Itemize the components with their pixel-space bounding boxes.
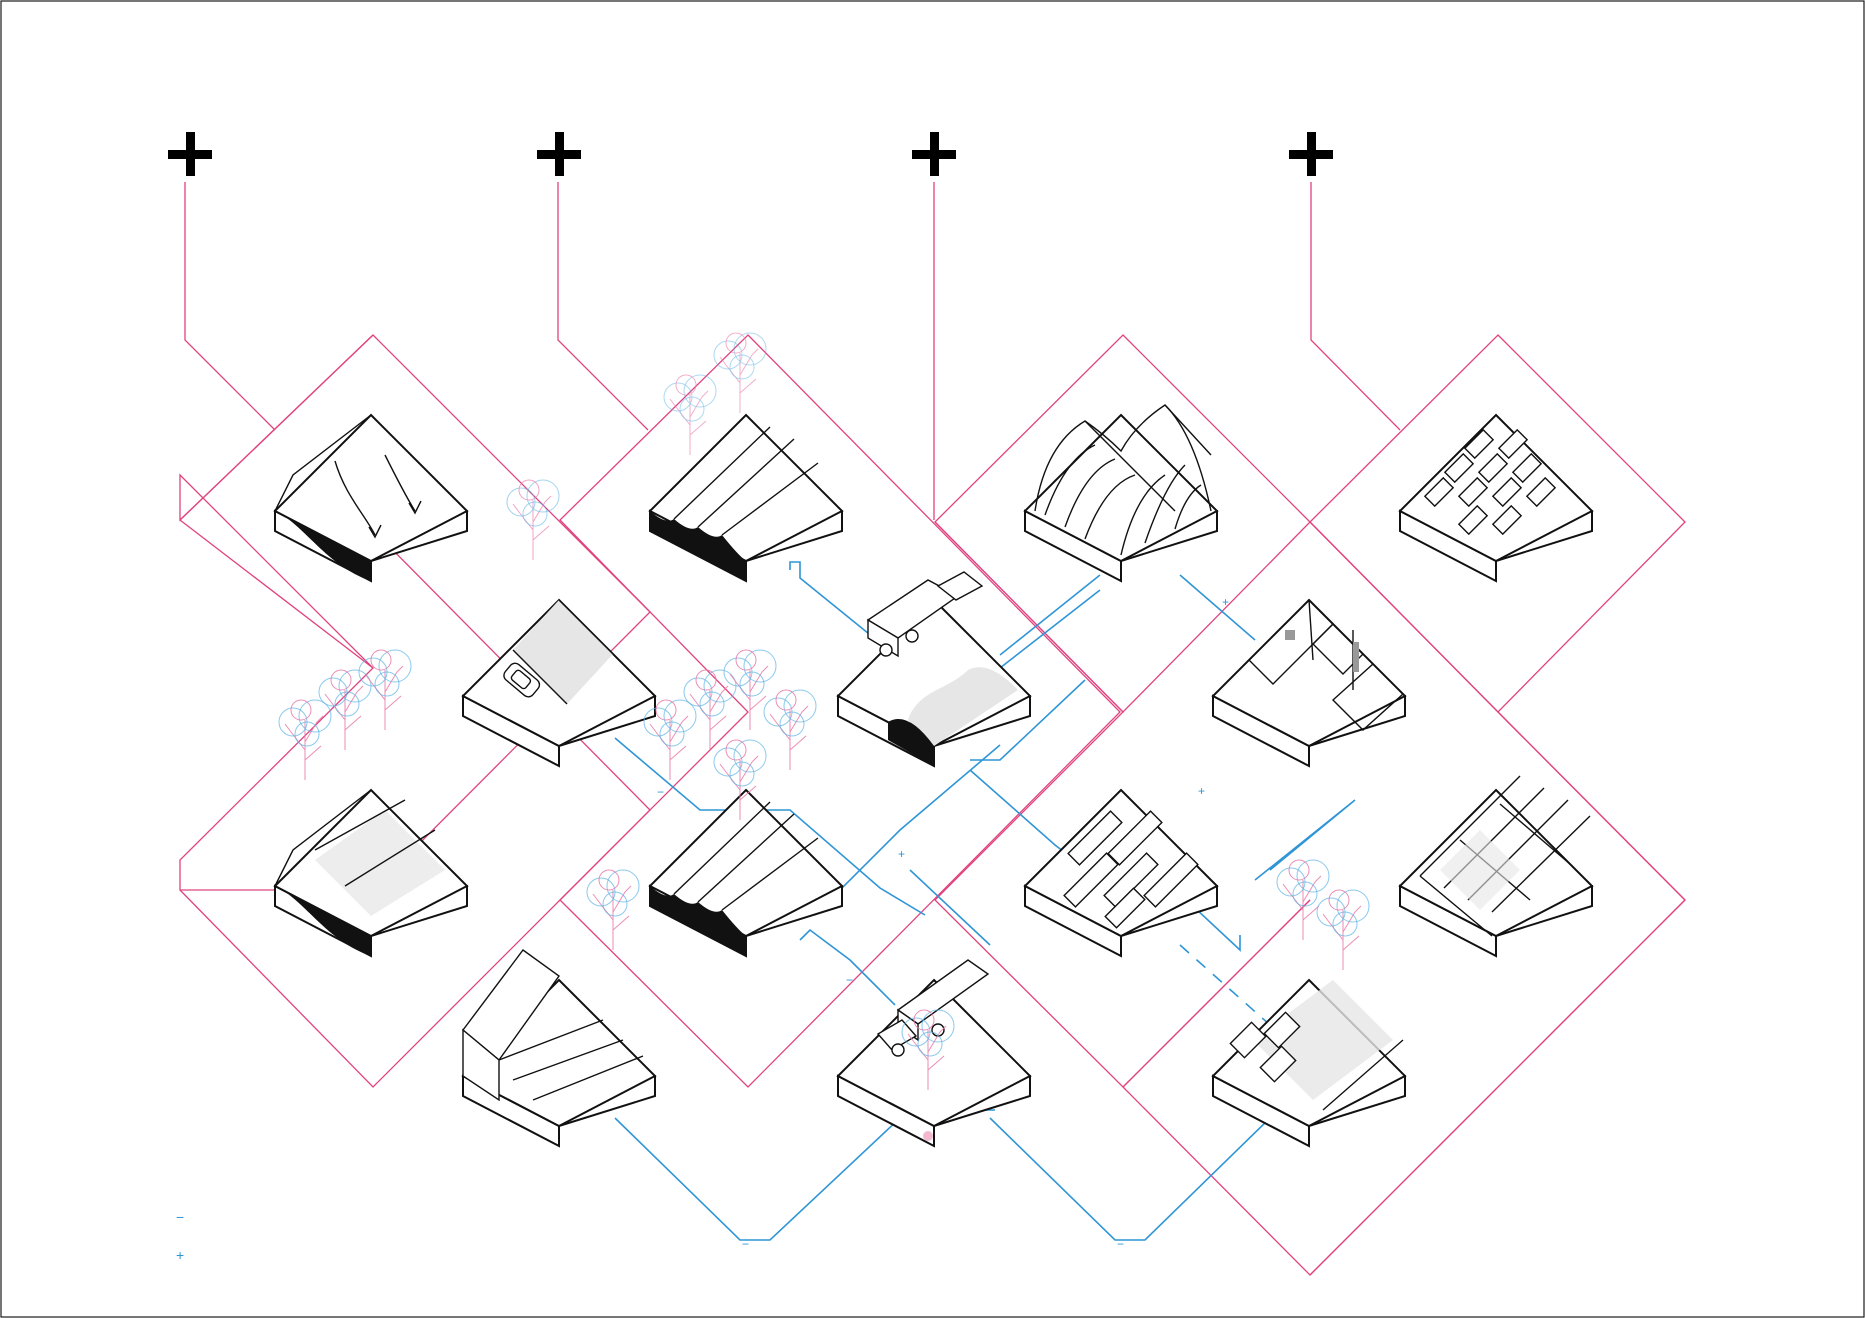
- building-plan-icon: [1248, 599, 1405, 731]
- ridge-rows-icon: [649, 789, 819, 911]
- plus-marker-1: [168, 132, 212, 176]
- block-slope-trees: [274, 649, 468, 957]
- block-building-lot: [1212, 599, 1406, 767]
- stepped-building-icon: [462, 949, 644, 1102]
- raised-beds-icon: [1063, 810, 1199, 929]
- block-stepped-building: [462, 869, 656, 1147]
- block-crop-ridges: [649, 332, 843, 582]
- block-slope-drainage: [274, 414, 468, 582]
- block-truck-loading: [837, 959, 1031, 1147]
- plus-marker-3: [912, 132, 956, 176]
- plus-marker-2: [537, 132, 581, 176]
- block-dump-truck-yard: [837, 571, 1031, 767]
- connector-sign-3: +: [898, 847, 905, 861]
- connector-sign-6: −: [742, 1237, 749, 1251]
- legend-minus: −: [176, 1209, 184, 1225]
- block-planter-grid: [1399, 414, 1593, 582]
- block-plot-with-beds: [1212, 859, 1406, 1147]
- car-icon: [503, 662, 541, 698]
- greenhouse-frame-icon: [1034, 404, 1212, 556]
- garden-plot-icon: [1229, 1011, 1301, 1083]
- connector-sign-1: +: [1222, 595, 1229, 609]
- pink-leaders: [184, 182, 1401, 520]
- connector-signs: + − + + − − −: [657, 595, 1229, 1251]
- top-markers: [168, 132, 1333, 176]
- legend-plus: +: [176, 1247, 184, 1263]
- dump-truck-icon: [876, 959, 990, 1057]
- block-shade-structure: [1399, 775, 1593, 957]
- planter-grid-icon: [1423, 428, 1557, 536]
- block-ridges-with-trees: [643, 649, 843, 957]
- tree-icon: [274, 789, 436, 887]
- connector-sign-2: −: [657, 785, 664, 799]
- pink-network: [179, 334, 1686, 1276]
- block-raised-beds: [1024, 789, 1218, 957]
- plus-marker-4: [1289, 132, 1333, 176]
- block-road-with-car: [462, 479, 656, 767]
- curved-arrows-icon: [334, 460, 376, 536]
- connector-sign-5: −: [846, 973, 853, 987]
- dump-truck-icon: [866, 571, 984, 658]
- connector-sign-7: −: [1117, 1237, 1124, 1251]
- legend: − +: [176, 1209, 184, 1263]
- connector-sign-4: +: [1198, 784, 1205, 798]
- ridge-rows-icon: [649, 414, 819, 536]
- block-greenhouse: [1024, 404, 1218, 582]
